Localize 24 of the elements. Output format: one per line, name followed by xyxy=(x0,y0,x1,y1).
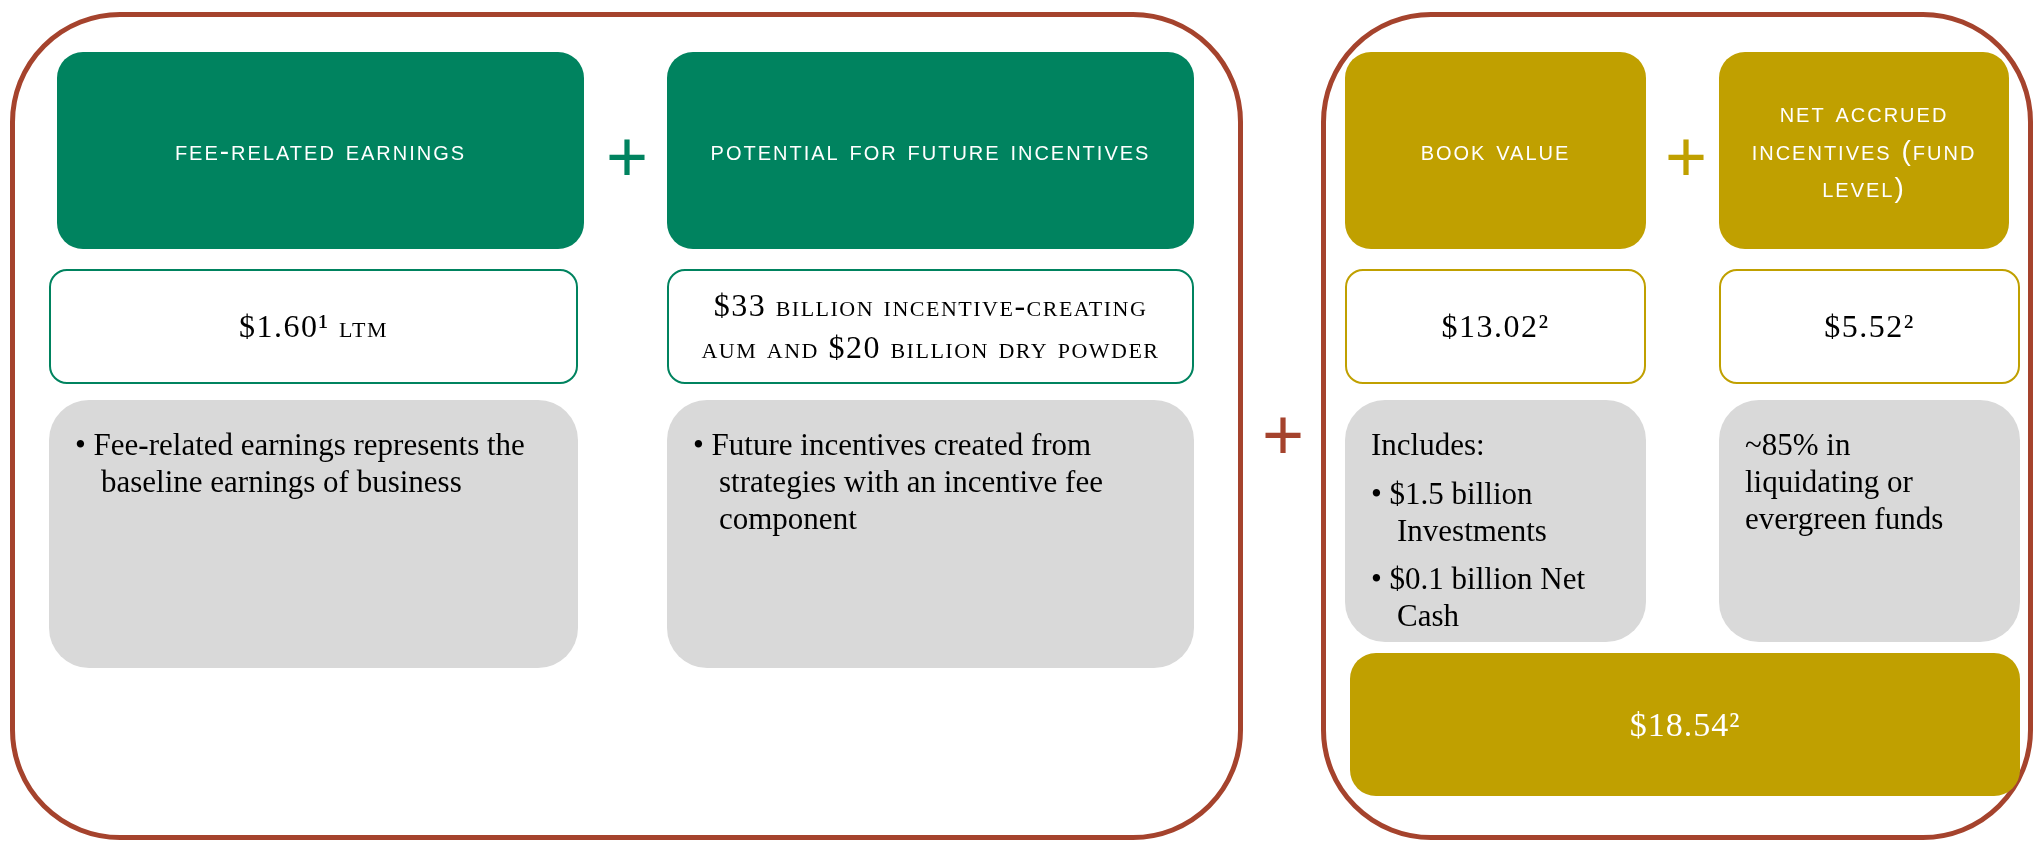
header-box: fee-related earnings xyxy=(57,52,584,249)
note-panel xyxy=(1719,400,2020,642)
note-text: ~85% in liquidating or evergreen funds xyxy=(1745,426,1945,538)
group-frame xyxy=(10,12,1243,840)
header-box: book value xyxy=(1345,52,1646,249)
value-box: $5.52² xyxy=(1719,269,2020,384)
group-frame xyxy=(1321,12,2033,840)
plus-sign: + xyxy=(1262,398,1305,470)
bullet-item: • $0.1 billion Net Cash xyxy=(1371,559,1587,634)
value-box: $1.60¹ ltm xyxy=(49,269,578,384)
plus-sign: + xyxy=(606,120,649,192)
bullet-item: • Future incentives created from strategies with an incentive fee component xyxy=(693,426,1104,538)
header-box: $18.54² xyxy=(1350,653,2020,796)
bullet-item: • Fee-related earnings represents the baseline earnings of business xyxy=(75,426,526,501)
value-box: $33 billion incentive-creating aum and $20 billion dry powder xyxy=(667,269,1194,384)
note-panel xyxy=(49,400,578,668)
note-panel xyxy=(667,400,1194,668)
header-box: net accrued incentives (fund level) xyxy=(1719,52,2009,249)
header-box: potential for future incentives xyxy=(667,52,1194,249)
plus-sign: + xyxy=(1665,120,1708,192)
bullet-item: • $1.5 billion Investments xyxy=(1371,475,1548,550)
note-panel xyxy=(1345,400,1646,642)
value-box: $13.02² xyxy=(1345,269,1646,384)
note-heading: Includes: xyxy=(1371,426,1486,464)
